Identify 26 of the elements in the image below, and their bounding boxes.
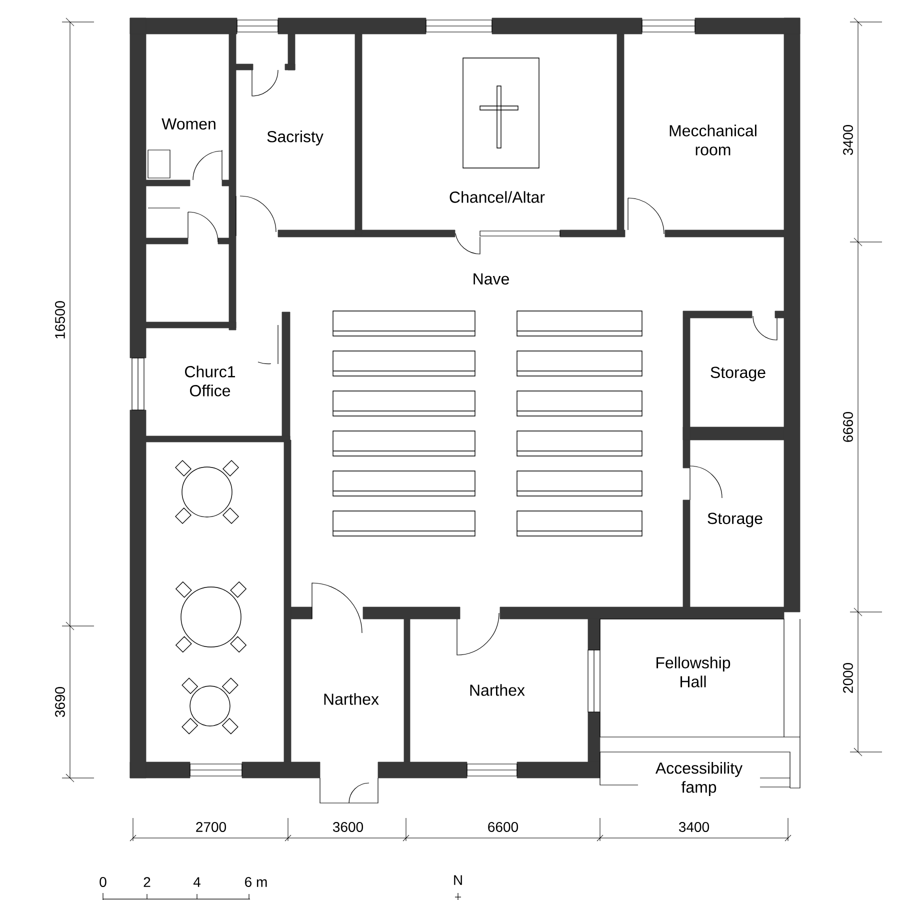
room-label: Accessibility famp [638,761,760,797]
dimension-label: 16500 [55,301,65,338]
dimension-label: 2 [144,877,150,887]
room-label: Churc1 Office [185,366,235,396]
dimension-label: 2000 [843,662,853,693]
room-label: Storage [710,366,766,382]
dimension-label: 0 [100,877,106,887]
room-label: Storage [708,512,762,528]
room-label: Mecchanical room [670,124,756,156]
room-label: Chancel/Altar [450,191,545,203]
dimension-label: 3690 [55,686,65,718]
dimension-label: N [454,875,462,885]
dimension-label: 4 [193,877,200,887]
room-label: Narthex [470,684,525,696]
room-label: Sacristy [267,130,324,146]
room-label: Narthex [324,693,379,705]
dimension-label: 6600 [488,822,518,832]
room-label: Women [162,118,216,130]
dimension-label: 6660 [843,412,853,442]
dimension-label: 3400 [678,822,710,832]
room-label: Nave [474,273,509,285]
dimension-label: 6 m [245,877,267,887]
dimension-label: 3600 [332,822,364,832]
dimension-label: 3400 [843,124,853,156]
dimension-label: 2700 [196,822,226,832]
room-label: Fellowship Hall [656,656,730,688]
